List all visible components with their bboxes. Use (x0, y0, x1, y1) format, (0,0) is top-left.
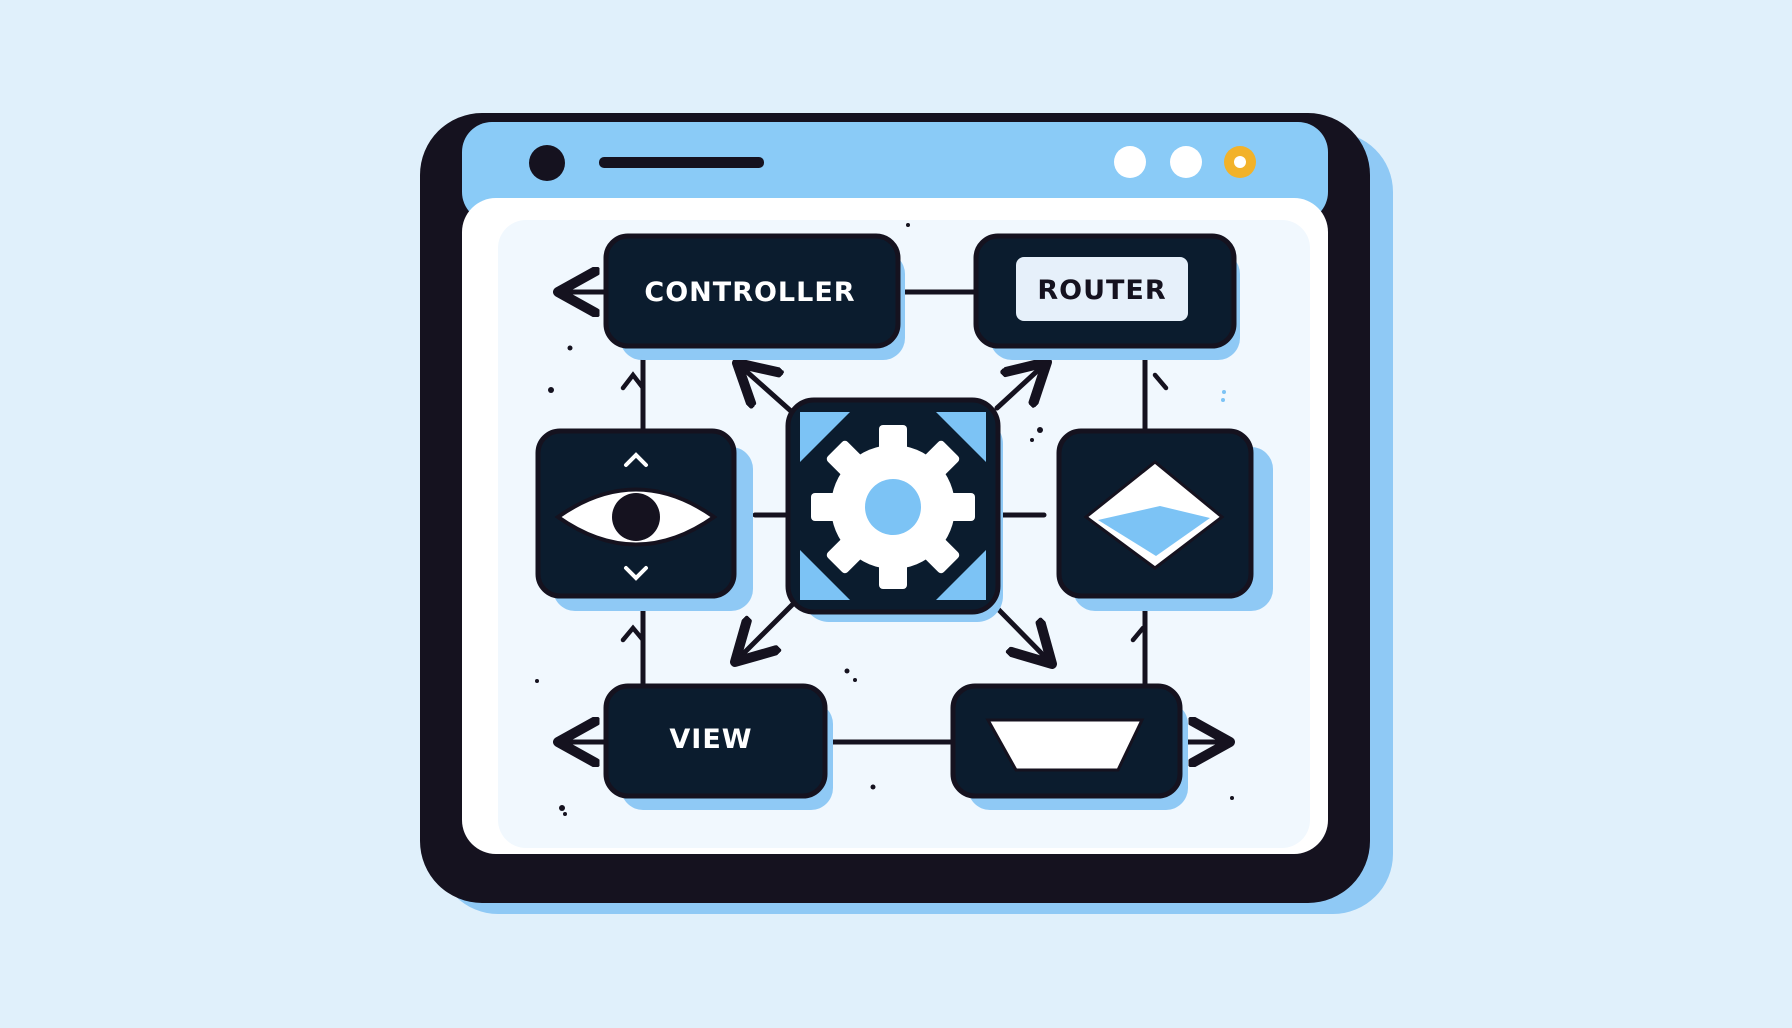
gear-corner-bottom-left (800, 550, 850, 600)
connectors (558, 292, 1230, 742)
controller-box[interactable] (603, 233, 901, 349)
router-node[interactable]: ROUTER (973, 233, 1240, 360)
diamond-node[interactable] (1056, 428, 1273, 611)
tray-node[interactable] (950, 683, 1188, 810)
view-label: VIEW (669, 724, 752, 755)
decorative-specks (535, 223, 1234, 816)
view-box[interactable] (603, 683, 828, 799)
arrow-gear-down-left (735, 602, 795, 662)
controller-node[interactable]: CONTROLLER (603, 233, 905, 360)
chevron-up-left-col (620, 371, 646, 391)
gear-node[interactable] (785, 397, 1003, 622)
window-dot-3-core (1234, 156, 1246, 168)
title-bar (462, 122, 1328, 222)
arrow-gear-up-right (994, 362, 1047, 411)
window-dot-1[interactable] (1114, 146, 1146, 178)
chevron-up-right-low (1130, 625, 1146, 643)
router-label-plate (1016, 257, 1188, 321)
diamond-facet (1098, 506, 1210, 556)
title-placeholder-line (599, 157, 764, 168)
gear-icon (811, 425, 975, 589)
chevron-up-right-col (1152, 372, 1169, 391)
chevron-up-left-low (620, 624, 646, 643)
window-dot-2[interactable] (1170, 146, 1202, 178)
eye-node[interactable] (535, 428, 753, 611)
arrow-gear-down-right (994, 605, 1052, 664)
gear-corner-bottom-right (936, 550, 986, 600)
eye-pupil (612, 493, 660, 541)
gear-corner-top-right (936, 412, 986, 462)
arrow-gear-up-left (737, 363, 795, 415)
circle-dot-icon (529, 145, 565, 181)
gear-corner-top-left (800, 412, 850, 462)
view-node[interactable]: VIEW (603, 683, 833, 810)
router-label: ROUTER (1037, 275, 1166, 306)
tray-icon (985, 718, 1145, 772)
chevron-down-icon (624, 566, 648, 581)
chevron-up-icon (624, 452, 648, 467)
controller-label: CONTROLLER (644, 277, 855, 308)
